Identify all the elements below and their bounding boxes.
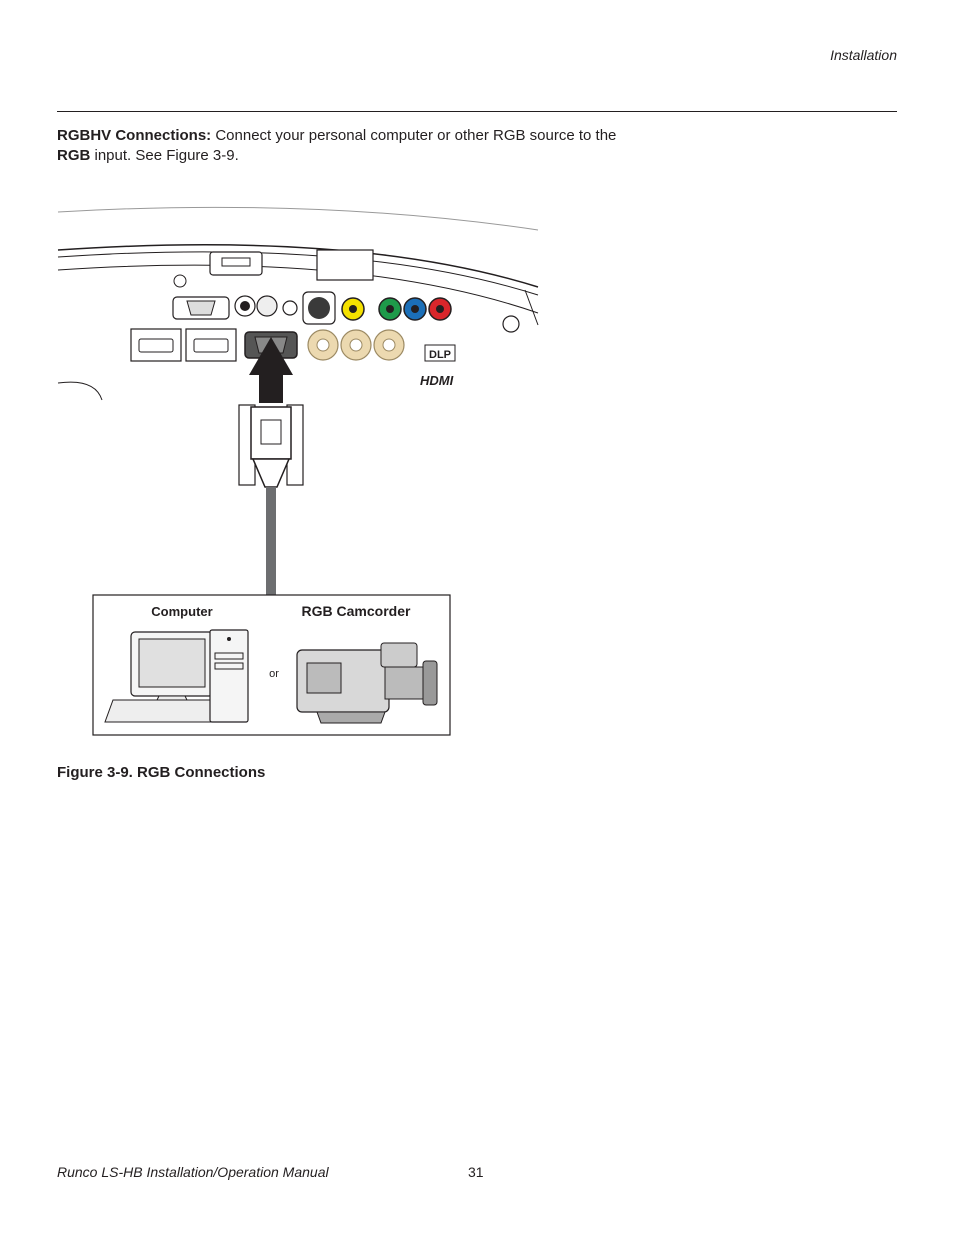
header-rule <box>57 111 897 112</box>
computer-illustration <box>104 629 249 723</box>
insert-arrow-shaft <box>259 373 283 403</box>
component-y-pin <box>386 305 394 313</box>
camcorder-side-panel <box>306 662 342 694</box>
camcorder-illustration <box>296 642 438 724</box>
s-video-socket <box>308 297 330 319</box>
hdmi-logo: HDMI <box>420 373 454 388</box>
or-label: or <box>269 668 279 680</box>
computer-tower <box>209 629 249 723</box>
projector-panel-edge <box>57 244 539 288</box>
footer-page-number: 31 <box>468 1164 484 1180</box>
projector-shell-top-curve <box>57 206 539 231</box>
ir-jack <box>256 295 278 317</box>
dlp-logo: DLP <box>429 349 451 361</box>
insert-arrow-head <box>249 337 293 375</box>
intro-lead-bold: RGBHV Connections: <box>57 127 212 144</box>
hdmi-port-2-socket <box>193 338 229 353</box>
computer-label: Computer <box>151 604 212 619</box>
computer-screen <box>138 638 206 688</box>
computer-power-button <box>227 637 231 641</box>
intro-input-text: input. See Figure 3-9. <box>90 147 239 164</box>
computer-drive-bay-2 <box>214 662 244 670</box>
vga-plug-pin-block <box>260 419 282 445</box>
bnc-connector-1-pin <box>316 338 330 352</box>
camcorder-viewfinder <box>380 642 418 668</box>
intro-paragraph: RGBHV Connections: Connect your personal… <box>57 126 657 166</box>
projector-foot-curve <box>57 381 103 401</box>
vga-plug-strain-relief <box>251 458 291 488</box>
camcorder-lens-hood <box>422 660 438 706</box>
trigger-jack-core <box>240 301 250 311</box>
projector-side-edge <box>524 289 539 326</box>
bnc-connector-3-pin <box>382 338 396 352</box>
intro-lead-text: Connect your personal computer or other … <box>211 127 617 144</box>
footer-manual-title: Runco LS-HB Installation/Operation Manua… <box>57 1164 329 1180</box>
hdmi-port-1-socket <box>138 338 174 353</box>
component-pb-pin <box>411 305 419 313</box>
camcorder-lens-barrel <box>384 666 428 700</box>
component-pr-pin <box>436 305 444 313</box>
screw-hole-1 <box>173 274 187 288</box>
screw-hole-2 <box>502 315 520 333</box>
projector-panel-edge-lower <box>57 264 539 314</box>
dlp-logo-box <box>424 344 456 362</box>
serial-port-dsub <box>186 300 216 316</box>
connection-diagram: DLP HDMI Computer RGB Camcorder or <box>57 206 539 736</box>
camcorder-shoulder-pad <box>316 711 386 724</box>
intro-input-bold: RGB <box>57 147 91 164</box>
usb-port-inner <box>221 257 251 267</box>
computer-drive-bay-1 <box>214 652 244 660</box>
figure-caption: Figure 3-9. RGB Connections <box>57 764 266 781</box>
rs232-top-port <box>316 249 374 281</box>
mini-jack <box>282 300 298 316</box>
usb-port <box>209 251 263 276</box>
bnc-connector-2-pin <box>349 338 363 352</box>
rgb-connection-figure: DLP HDMI Computer RGB Camcorder or <box>55 195 555 745</box>
running-header: Installation <box>830 47 897 63</box>
composite-video-pin <box>349 305 357 313</box>
vga-cable <box>266 487 276 595</box>
camcorder-label: RGB Camcorder <box>302 603 411 619</box>
projector-panel-edge-inner <box>57 251 539 296</box>
